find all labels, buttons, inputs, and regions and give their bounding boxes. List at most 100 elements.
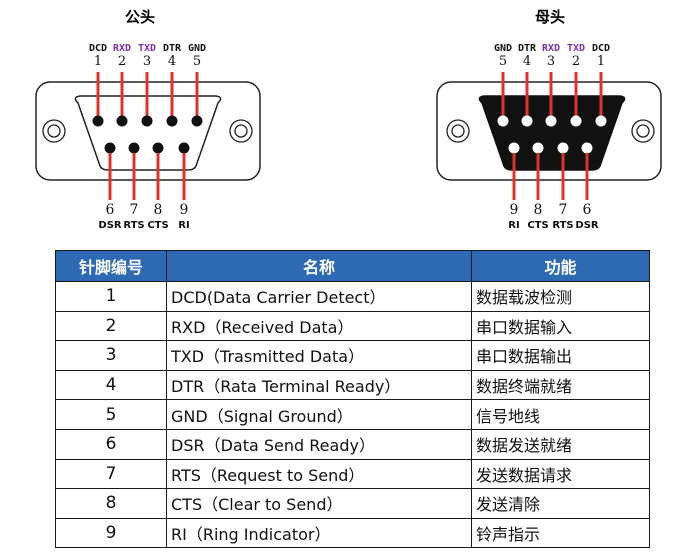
male-pin-contact <box>104 142 116 154</box>
pin-function-cell: 串口数据输入 <box>471 310 650 342</box>
table-row: 3 TXD（Trasmitted Data） 串口数据输出 <box>55 340 650 371</box>
male-screw-left <box>42 119 66 143</box>
male-pin-contact <box>128 142 140 154</box>
male-screw-right <box>229 119 253 143</box>
pin-function-cell: 数据发送就绪 <box>471 428 650 460</box>
male-pin-abbr: RXD <box>113 43 131 54</box>
female-pin-abbr: DCD <box>592 43 610 54</box>
female-pin-abbr: TXD <box>567 43 585 54</box>
male-pin-contact <box>152 142 164 154</box>
pin-number-cell: 4 <box>55 369 167 401</box>
male-pin-contact <box>166 115 178 127</box>
male-pin-abbr: GND <box>188 43 206 54</box>
db9-pinout-diagram: 公头 母头 DCD1RXD2TXD3DTR4GND56DSR7RTS8CTS9R… <box>35 8 662 231</box>
table-row: 7 RTS（Request to Send） 发送数据请求 <box>55 458 650 490</box>
male-pin-contact <box>141 115 153 127</box>
male-pin-number: 3 <box>143 54 151 69</box>
male-pin-abbr: RTS <box>123 220 144 231</box>
pin-number-cell: 1 <box>55 281 167 312</box>
pin-name-cell: GND（Signal Ground） <box>166 399 472 430</box>
female-pin-number: 8 <box>534 202 543 218</box>
male-pin-abbr: DSR <box>98 220 122 231</box>
pin-name-cell: DCD(Data Carrier Detect） <box>166 281 472 312</box>
header-function: 功能 <box>471 250 650 282</box>
pin-name-cell: CTS（Clear to Send） <box>166 488 472 519</box>
table-row: 1 DCD(Data Carrier Detect） 数据载波检测 <box>55 281 650 312</box>
female-pin-number: 5 <box>499 54 507 69</box>
female-connector <box>436 81 662 181</box>
female-pin-contact <box>508 142 520 154</box>
female-pin-number: 6 <box>583 202 592 218</box>
female-pin-number: 9 <box>510 202 519 218</box>
female-pin-contact <box>521 115 533 127</box>
female-pin-abbr: RTS <box>552 220 573 231</box>
pin-function-cell: 铃声指示 <box>471 517 650 549</box>
female-pin-abbr: RXD <box>542 43 560 54</box>
female-pin-abbr: DSR <box>575 220 599 231</box>
female-pin-contact <box>595 115 607 127</box>
male-pin-number: 2 <box>118 54 126 69</box>
male-pin-number: 8 <box>154 202 163 218</box>
male-pin-abbr: TXD <box>138 43 156 54</box>
female-pin-number: 7 <box>559 202 568 218</box>
male-pin-contact <box>116 115 128 127</box>
pin-function-cell: 信号地线 <box>471 399 650 430</box>
pin-number-cell: 6 <box>55 428 167 460</box>
female-screw-left <box>446 119 470 143</box>
female-pin-abbr: RI <box>508 220 519 231</box>
female-pin-number: 4 <box>523 54 531 69</box>
male-pin-abbr: DCD <box>89 43 107 54</box>
female-connector-title: 母头 <box>535 8 565 26</box>
pin-function-cell: 数据终端就绪 <box>471 369 650 401</box>
male-connector-title: 公头 <box>125 8 155 26</box>
pin-name-cell: RXD（Received Data） <box>166 310 472 342</box>
female-pin-contact <box>532 142 544 154</box>
pin-name-cell: DSR（Data Send Ready） <box>166 428 472 460</box>
pin-name-cell: RI（Ring Indicator） <box>166 517 472 549</box>
pin-name-cell: DTR（Rata Terminal Ready） <box>166 369 472 401</box>
female-pin-abbr: GND <box>494 43 512 54</box>
pin-number-cell: 5 <box>55 399 167 430</box>
male-pin-abbr: RI <box>178 220 189 231</box>
male-pin-contact <box>178 142 190 154</box>
pin-number-cell: 8 <box>55 488 167 519</box>
male-pin-number: 1 <box>94 54 102 69</box>
male-pin-number: 9 <box>180 202 189 218</box>
female-pin-contact <box>545 115 557 127</box>
header-name: 名称 <box>166 250 472 282</box>
pin-function-cell: 发送数据请求 <box>471 458 650 490</box>
male-pin-number: 6 <box>106 202 115 218</box>
male-pin-abbr: DTR <box>163 43 182 54</box>
male-pin-number: 7 <box>130 202 139 218</box>
pin-number-cell: 9 <box>55 517 167 549</box>
table-row: 6 DSR（Data Send Ready） 数据发送就绪 <box>55 428 650 460</box>
table-row: 5 GND（Signal Ground） 信号地线 <box>55 399 650 430</box>
pin-function-cell: 数据载波检测 <box>471 281 650 312</box>
pin-name-cell: RTS（Request to Send） <box>166 458 472 490</box>
female-pin-abbr: DTR <box>518 43 537 54</box>
female-pin-contact <box>497 115 509 127</box>
female-pin-number: 1 <box>597 54 605 69</box>
female-pin-contact <box>581 142 593 154</box>
female-pin-number: 2 <box>572 54 580 69</box>
female-pin-contact <box>557 142 569 154</box>
table-row: 9 RI（Ring Indicator） 铃声指示 <box>55 517 650 549</box>
pin-name-cell: TXD（Trasmitted Data） <box>166 340 472 371</box>
male-pin-contact <box>191 115 203 127</box>
pin-number-cell: 2 <box>55 310 167 342</box>
pin-function-cell: 发送清除 <box>471 488 650 519</box>
male-pin-abbr: CTS <box>147 220 168 231</box>
female-screw-right <box>631 119 655 143</box>
table-row: 8 CTS（Clear to Send） 发送清除 <box>55 488 650 519</box>
female-pin-abbr: CTS <box>527 220 548 231</box>
pin-function-table: 针脚编号 名称 功能 1 DCD(Data Carrier Detect） 数据… <box>55 250 650 549</box>
table-row: 2 RXD（Received Data） 串口数据输入 <box>55 310 650 342</box>
header-pin-number: 针脚编号 <box>55 250 167 282</box>
pin-function-cell: 串口数据输出 <box>471 340 650 371</box>
male-pin-number: 5 <box>193 54 201 69</box>
pin-number-cell: 7 <box>55 458 167 490</box>
male-pin-contact <box>92 115 104 127</box>
pin-number-cell: 3 <box>55 340 167 371</box>
female-pin-contact <box>570 115 582 127</box>
female-pin-number: 3 <box>547 54 555 69</box>
